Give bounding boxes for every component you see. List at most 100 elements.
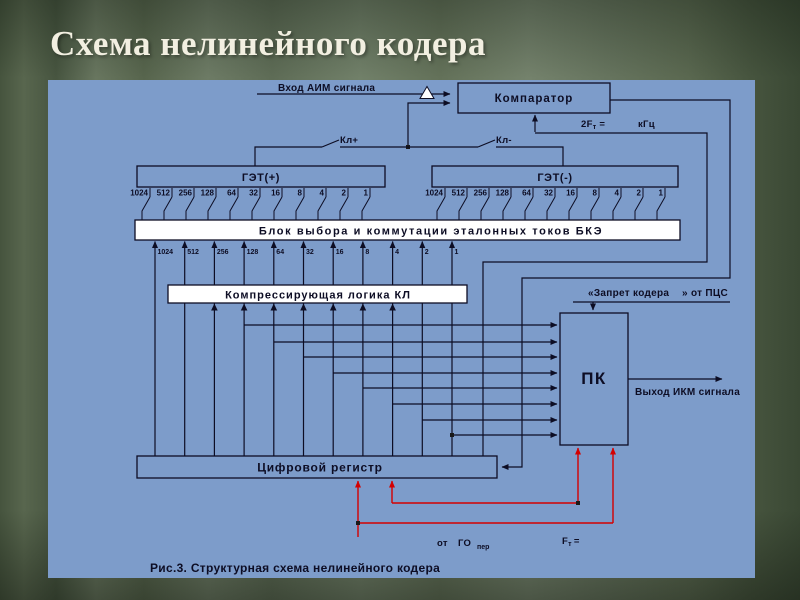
comparator-output-line xyxy=(501,99,731,470)
weight-switch-line xyxy=(141,196,151,220)
clock-feed-group: 2Fт= кГц xyxy=(482,114,708,456)
kl-input-arrow xyxy=(389,303,396,311)
bke-label: Блок выбора и коммутации эталонных токов… xyxy=(259,226,603,238)
weight-switch-line xyxy=(163,196,173,220)
weight-label: 32 xyxy=(544,189,553,198)
bke-output-label: 128 xyxy=(247,249,259,256)
inhibit-group: «Запрет кодера » от ПЦС xyxy=(573,288,730,311)
bke-output-label: 1 xyxy=(455,249,459,256)
inhibit-label-left: «Запрет кодера xyxy=(588,288,669,299)
aim-input-label: Вход АИМ сигнала xyxy=(278,83,375,94)
weight-label: 8 xyxy=(298,189,303,198)
weight-switch-line xyxy=(229,196,239,220)
weight-switch-line xyxy=(480,196,490,220)
weight-switch-line xyxy=(568,196,578,220)
freq-units-label: кГц xyxy=(638,119,655,130)
weight-label: 512 xyxy=(452,189,466,198)
weight-switch-line xyxy=(207,196,217,220)
register-box xyxy=(136,455,498,479)
weight-label: 64 xyxy=(522,189,531,198)
kl-input-arrow xyxy=(300,303,307,311)
weight-switch-line xyxy=(317,196,327,220)
weight-label: 1 xyxy=(659,189,664,198)
figure-caption: Рис.3. Структурная схема нелинейного код… xyxy=(150,561,440,575)
bke-output-label: 64 xyxy=(276,249,284,256)
go-from-label: от xyxy=(437,538,448,549)
go-subscript-label: пер xyxy=(477,544,489,551)
weight-switch-line xyxy=(251,196,261,220)
get-plus-box xyxy=(136,165,386,188)
freq-equals: = xyxy=(599,119,605,130)
go-name-label: ГО xyxy=(458,538,471,549)
ft-label: Fт= xyxy=(562,536,580,548)
weight-label: 1024 xyxy=(425,189,443,198)
register-label: Цифровой регистр xyxy=(257,461,383,475)
kl-input-arrow xyxy=(329,303,337,311)
weight-switch-line xyxy=(612,196,622,220)
junction-dot xyxy=(576,501,580,505)
pcm-output-group: Выход ИКМ сигнала xyxy=(628,376,740,398)
weight-label: 128 xyxy=(201,189,215,198)
comparator-label: Компаратор xyxy=(495,93,574,105)
ft-subscript: т xyxy=(568,541,572,548)
kl-input-arrow xyxy=(240,303,248,311)
bke-output-label: 16 xyxy=(336,249,344,256)
switch-minus-label: Кл- xyxy=(496,135,512,146)
weight-label: 16 xyxy=(566,189,575,198)
kl-box xyxy=(167,284,468,304)
kl-input-arrows xyxy=(211,303,396,311)
get-minus-label: ГЭТ(-) xyxy=(537,172,572,184)
pcm-output-label: Выход ИКМ сигнала xyxy=(635,387,740,398)
pk-label: ПК xyxy=(581,369,607,388)
bke-output-label: 8 xyxy=(365,249,369,256)
weight-label: 2 xyxy=(342,189,347,198)
pk-input-lines xyxy=(244,322,558,438)
weight-label: 1024 xyxy=(130,189,148,198)
get-plus-label: ГЭТ(+) xyxy=(242,172,280,184)
bke-output-label: 4 xyxy=(395,249,399,256)
switch-plus-label: Кл+ xyxy=(340,135,358,146)
kl-input-arrow xyxy=(211,303,218,311)
weight-label: 32 xyxy=(249,189,258,198)
bke-output-label: 32 xyxy=(306,249,314,256)
weight-switch-line xyxy=(502,196,512,220)
weight-switch-line xyxy=(361,196,371,220)
comparator-box xyxy=(457,82,611,114)
kl-input-arrow xyxy=(359,303,367,311)
amplifier-triangle-icon xyxy=(419,85,435,99)
weight-label: 256 xyxy=(179,189,193,198)
bke-output-label: 2 xyxy=(425,249,429,256)
slide-title: Схема нелинейного кодера xyxy=(50,24,486,63)
kl-input-arrow xyxy=(270,303,278,311)
junction-dot xyxy=(450,433,454,437)
weight-label: 64 xyxy=(227,189,236,198)
weight-label: 256 xyxy=(474,189,488,198)
freq-label: 2Fт= xyxy=(581,119,605,131)
weight-label: 2 xyxy=(637,189,642,198)
switch-rail-to-comparator-line xyxy=(407,100,451,147)
weight-label: 512 xyxy=(157,189,171,198)
clock-feedback-red-lines xyxy=(355,447,616,537)
weight-label: 128 xyxy=(496,189,510,198)
switch-rail-group: Кл+ Кл- xyxy=(254,135,564,166)
switch-rail-line xyxy=(254,139,564,166)
inhibit-label-right: » от ПЦС xyxy=(682,288,728,299)
diagram-panel: Вход АИМ сигнала Компаратор 2Fт= кГц xyxy=(48,80,755,578)
clock-loop-line xyxy=(482,132,708,456)
aim-input-group: Вход АИМ сигнала xyxy=(257,83,451,99)
ft-prefix: F xyxy=(562,536,568,547)
weight-switch-line xyxy=(546,196,556,220)
weight-switch-line xyxy=(185,196,195,220)
weight-label: 4 xyxy=(320,189,325,198)
bke-output-label: 1024 xyxy=(158,249,174,256)
weight-switch-line xyxy=(634,196,644,220)
bke-output-label: 512 xyxy=(187,249,199,256)
weight-switch-line xyxy=(524,196,534,220)
freq-subscript: т xyxy=(593,124,597,131)
freq-prefix: 2F xyxy=(581,119,593,130)
weight-label: 16 xyxy=(271,189,280,198)
